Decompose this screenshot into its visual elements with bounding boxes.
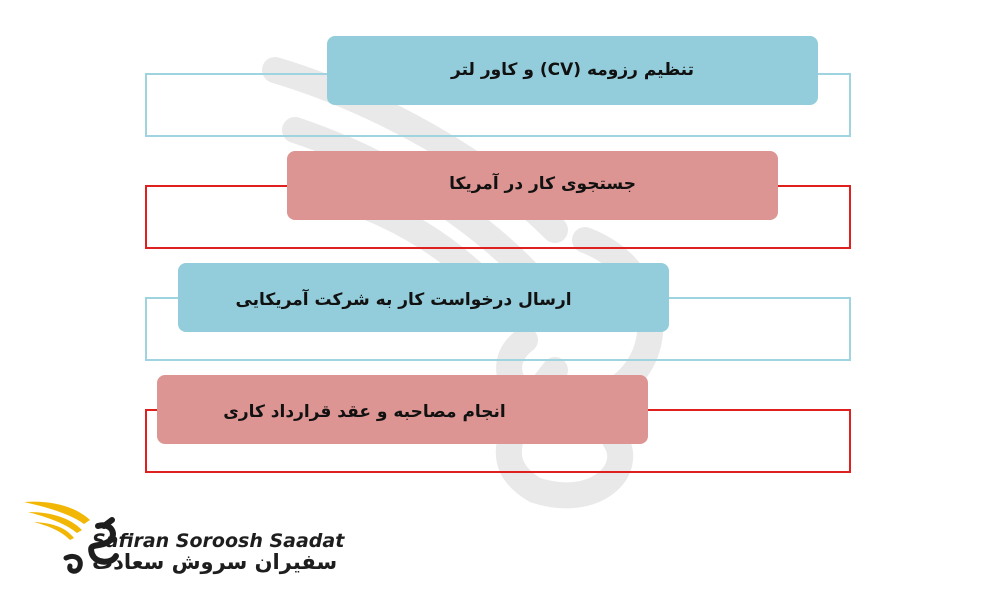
step-label-2: جستجوی کار در آمریکا	[449, 173, 636, 194]
step-label-3: ارسال درخواست کار به شرکت آمریکایی	[235, 289, 572, 310]
swan-logo-icon	[24, 501, 119, 574]
logo-name-en: Safiran Soroosh Saadat	[92, 530, 345, 552]
step-box-1: تنظیم رزومه (CV) و کاور لتر	[327, 36, 818, 105]
logo-name-fa: سفیران سروش سعادت	[92, 550, 338, 574]
step-label-1: تنظیم رزومه (CV) و کاور لتر	[451, 59, 695, 80]
step-label-4: انجام مصاحبه و عقد قرارداد کاری	[223, 401, 506, 422]
company-logo: Safiran Soroosh Saadat سفیران سروش سعادت	[20, 492, 344, 582]
step-box-3: ارسال درخواست کار به شرکت آمریکایی	[178, 263, 669, 332]
step-box-4: انجام مصاحبه و عقد قرارداد کاری	[157, 375, 648, 444]
step-box-2: جستجوی کار در آمریکا	[287, 151, 778, 220]
